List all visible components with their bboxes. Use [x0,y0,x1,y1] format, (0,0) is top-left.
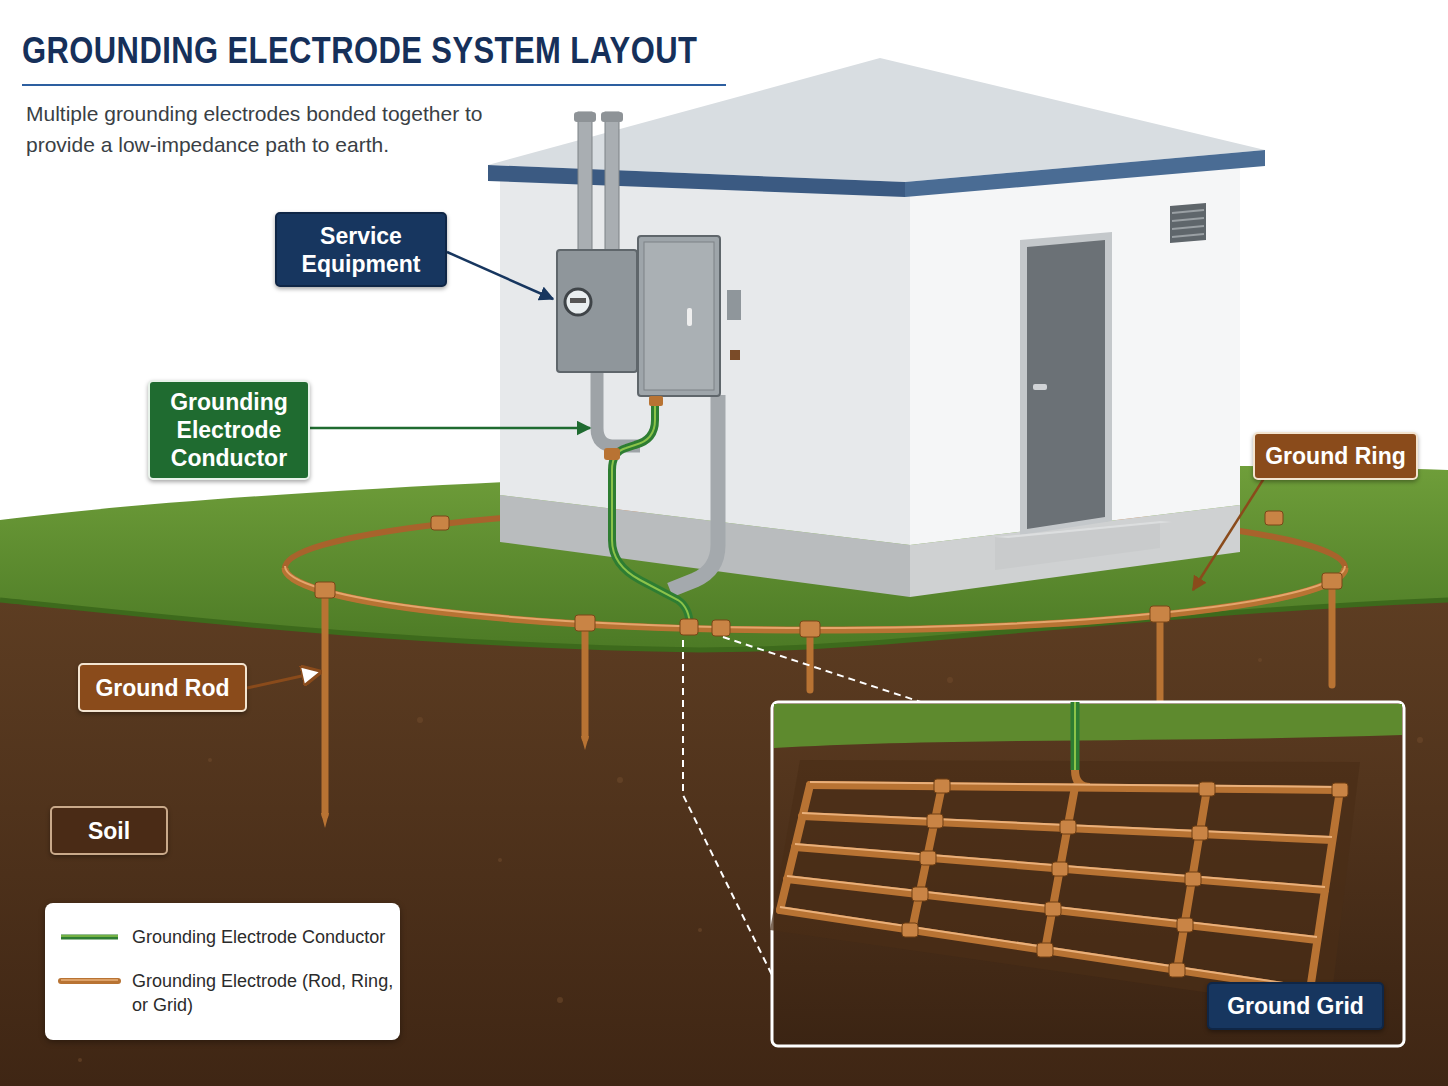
ground-ring-highlight [285,566,1345,628]
callout-box: Soil [50,806,168,855]
legend-line-sample [61,935,118,937]
leader-arrow [1193,472,1268,590]
callout-box: Service Equipment [275,212,447,287]
node-label: Soil [88,817,130,845]
gec-wire-highlight [612,396,690,628]
clamp [604,448,620,460]
callout-box: Grounding Electrode Conductor [148,380,310,480]
node-label: Grounding Electrode Conductor [156,388,302,472]
rod-tips [321,736,589,828]
ring-clamps [315,511,1342,637]
title-rule [22,84,726,86]
legend-line-sample [61,979,118,981]
callout-box: Ground Grid [1207,982,1384,1030]
leader-arrow [247,672,320,688]
clamp [649,396,663,406]
node-label: Ground Ring [1265,442,1406,470]
soil-section [0,598,1448,1086]
legend-label: Grounding Electrode (Rod, Ring, or Grid) [132,969,397,1017]
node-label: Ground Rod [95,674,229,702]
node-label: Ground Grid [1227,992,1364,1020]
legend-label: Grounding Electrode Conductor [132,925,397,949]
legend-line-sample [61,935,118,940]
legend-box: Grounding Electrode ConductorGrounding E… [45,903,400,1040]
leader-arrow [447,252,553,299]
building [488,58,1265,597]
gec-wire [612,396,690,628]
leader-arrow [310,427,590,430]
callout-box: Ground Rod [78,663,247,712]
node-label: Service Equipment [283,222,439,278]
diagram-title: GROUNDING ELECTRODE SYSTEM LAYOUT [22,30,697,72]
ground-grid-inset [770,702,1404,1046]
service-equipment-drawing [557,112,741,590]
callout-box: Ground Ring [1253,432,1418,480]
diagram-caption: Multiple grounding electrodes bonded tog… [26,98,526,160]
legend-line-sample [61,978,118,984]
